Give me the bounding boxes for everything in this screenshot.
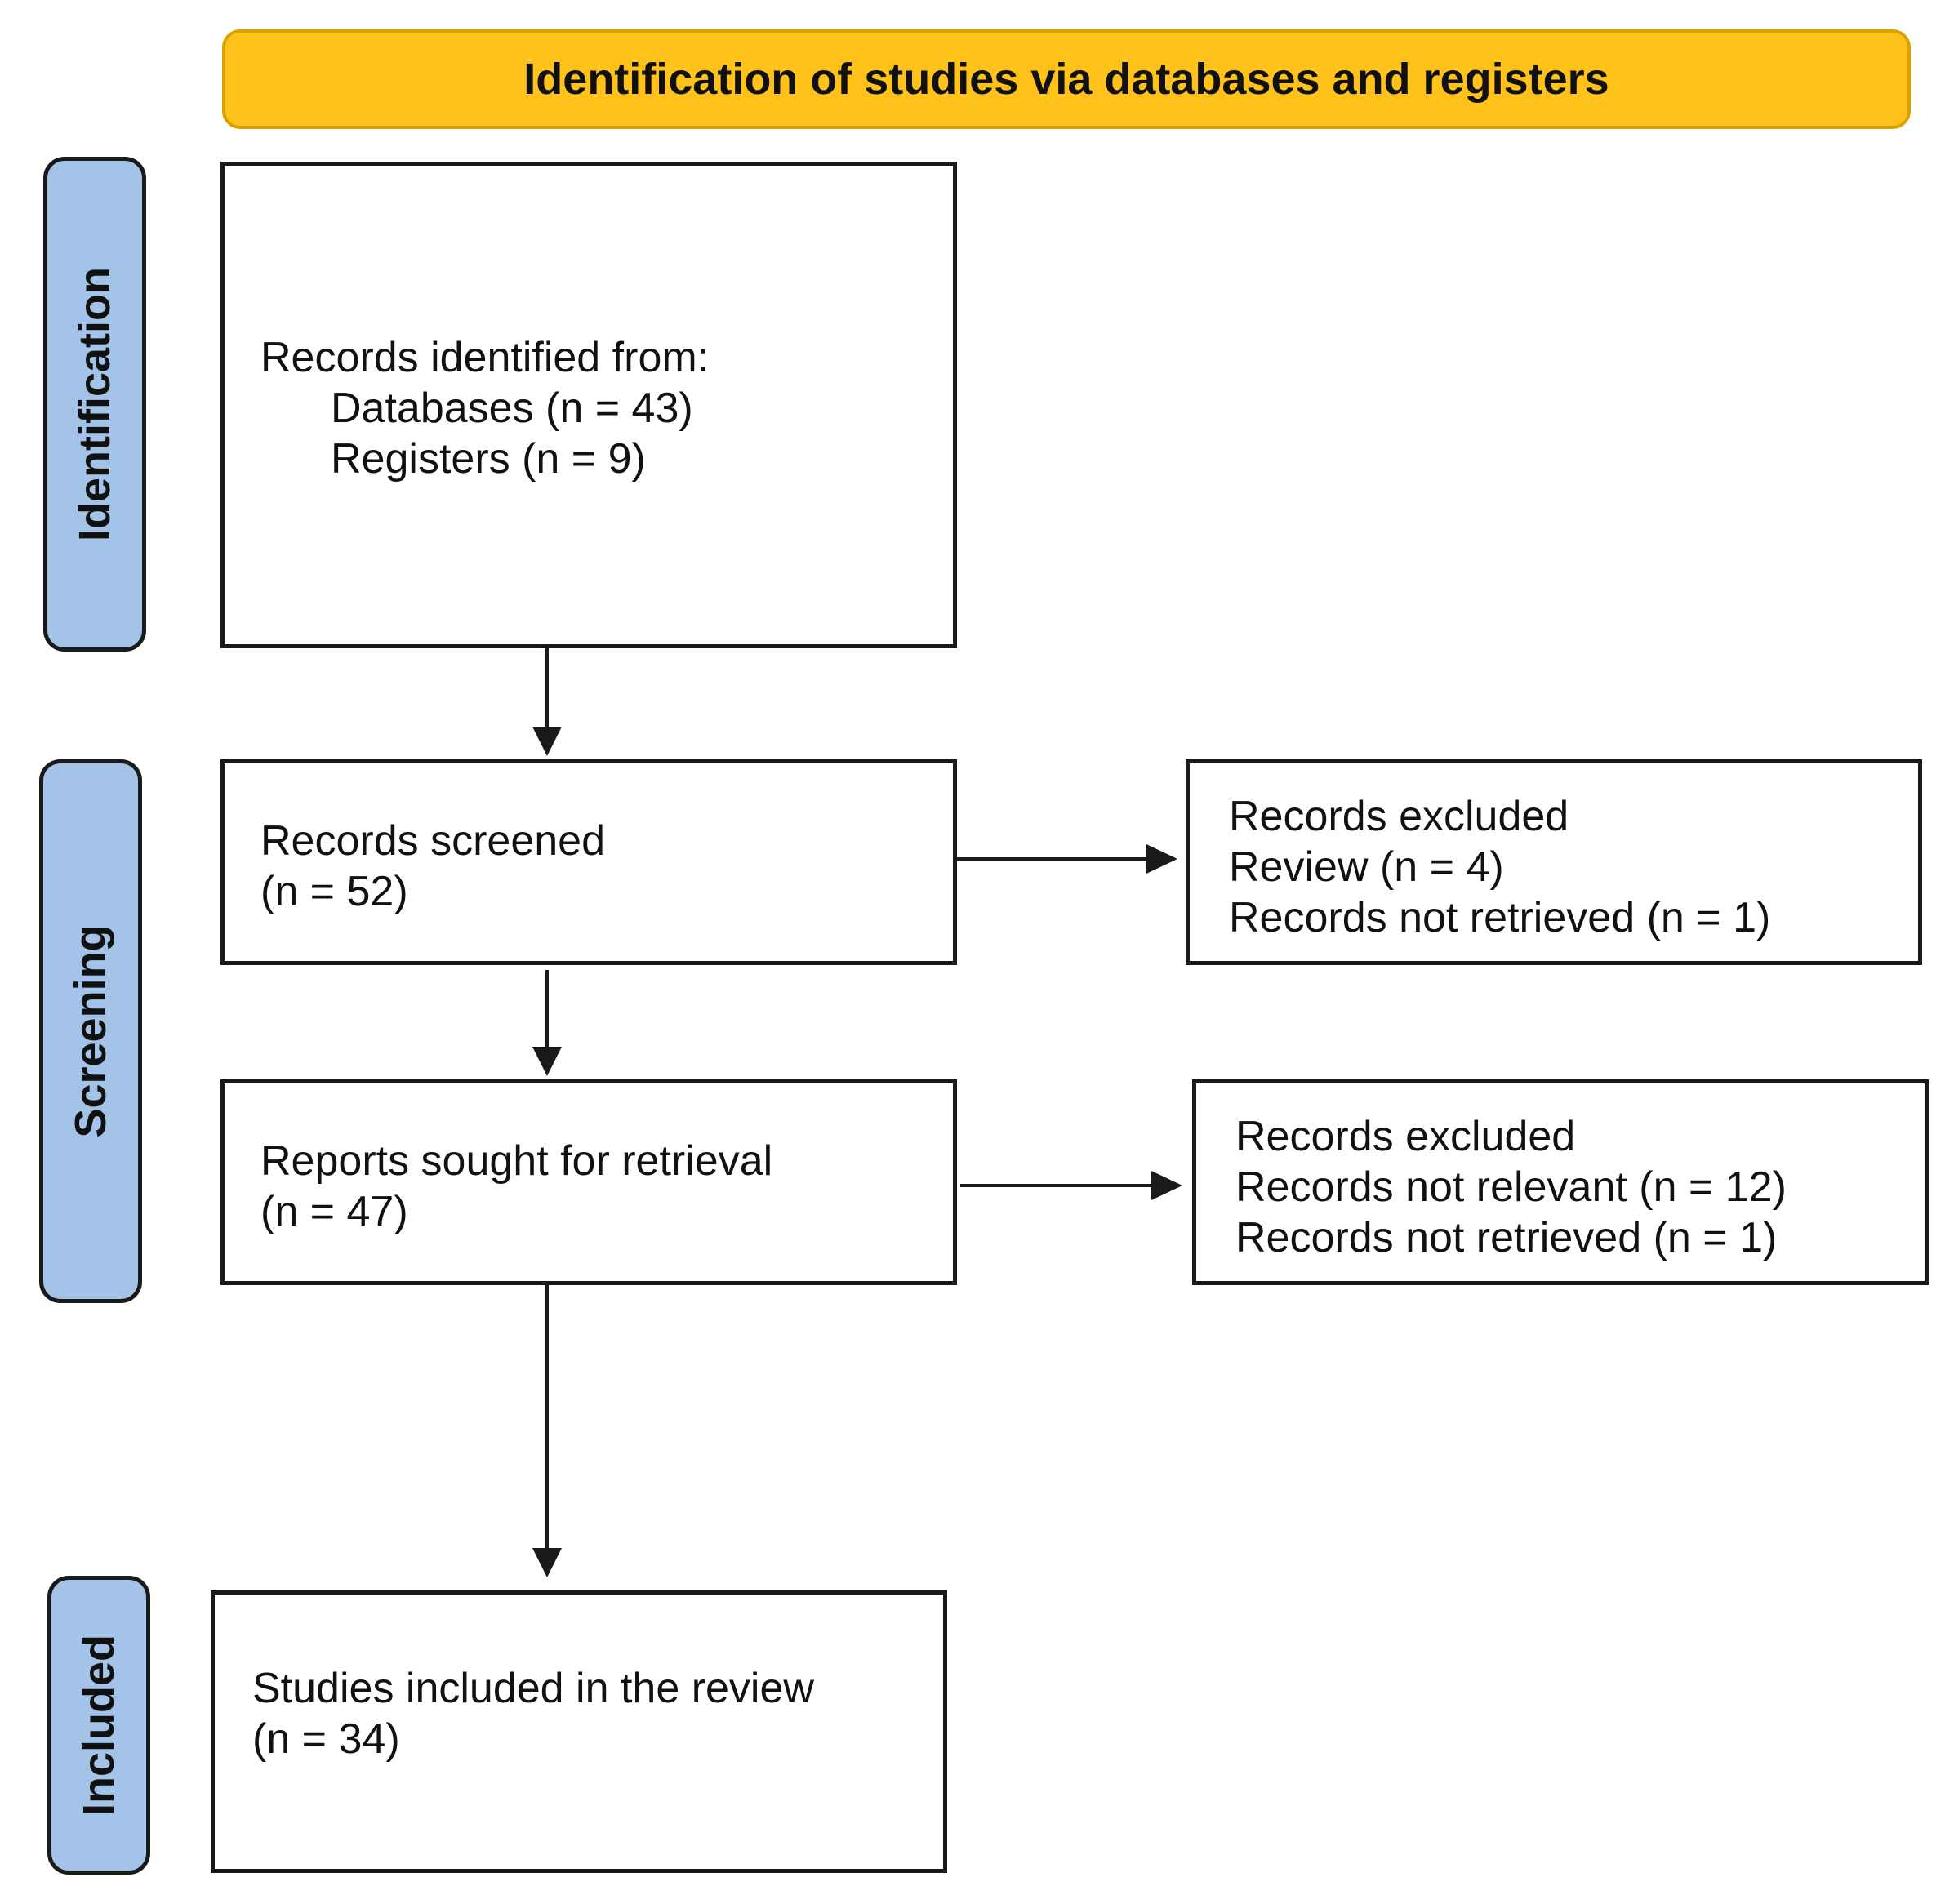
arrowhead-sought-to-included	[532, 1548, 562, 1577]
records-screened-heading: Records screened	[260, 817, 605, 865]
arrowhead-identified-to-screened	[532, 727, 562, 756]
records-excluded-1-not-retrieved: Records not retrieved (n = 1)	[1229, 894, 1771, 941]
arrowhead-screened-to-excluded	[1146, 844, 1177, 874]
reports-sought-heading: Reports sought for retrieval	[260, 1137, 773, 1185]
records-excluded-box-1: Records excluded Review (n = 4) Records …	[1186, 759, 1922, 965]
records-screened-count: (n = 52)	[260, 868, 408, 915]
records-excluded-2-not-relevant: Records not relevant (n = 12)	[1235, 1163, 1787, 1211]
records-screened-box: Records screened (n = 52)	[220, 759, 957, 965]
records-excluded-2-not-retrieved: Records not retrieved (n = 1)	[1235, 1214, 1778, 1261]
reports-sought-box: Reports sought for retrieval (n = 47)	[220, 1079, 957, 1285]
records-excluded-2-heading: Records excluded	[1235, 1113, 1576, 1160]
studies-included-box: Studies included in the review (n = 34)	[211, 1590, 947, 1873]
header-title: Identification of studies via databases …	[523, 55, 1609, 104]
records-identified-heading: Records identified from:	[260, 334, 710, 381]
records-excluded-1-review: Review (n = 4)	[1229, 843, 1504, 891]
stage-identification: Identification	[43, 157, 146, 652]
records-identified-registers: Registers (n = 9)	[331, 435, 646, 483]
stage-screening: Screening	[39, 759, 142, 1303]
stage-included: Included	[47, 1576, 150, 1875]
records-excluded-1-heading: Records excluded	[1229, 793, 1569, 840]
records-identified-databases: Databases (n = 43)	[331, 385, 693, 432]
records-excluded-box-2: Records excluded Records not relevant (n…	[1192, 1079, 1929, 1285]
arrowhead-screened-to-sought	[532, 1047, 562, 1076]
arrowhead-sought-to-excluded	[1151, 1171, 1182, 1200]
records-identified-box: Records identified from: Databases (n = …	[220, 162, 957, 648]
header-bar: Identification of studies via databases …	[222, 29, 1911, 129]
studies-included-heading: Studies included in the review	[252, 1665, 814, 1712]
reports-sought-count: (n = 47)	[260, 1188, 408, 1235]
studies-included-count: (n = 34)	[252, 1715, 400, 1763]
